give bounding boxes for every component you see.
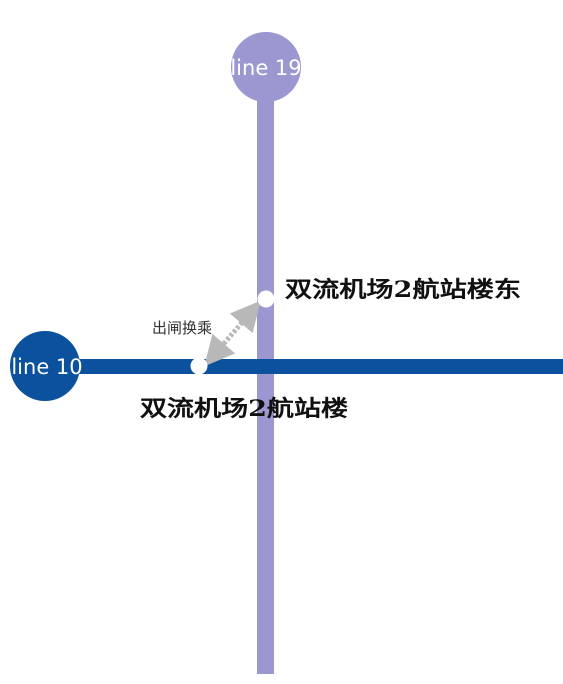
transfer-label: 出闸换乘 [152, 319, 212, 337]
line-10-badge-label: line 10 [11, 355, 82, 379]
line-10-badge[interactable]: line 10 [10, 331, 83, 401]
line-19-badge[interactable]: line 19 [230, 32, 302, 102]
station-label-t2[interactable]: 双流机场2航站楼 [140, 396, 348, 422]
station-label-t2-east[interactable]: 双流机场2航站楼东 [285, 277, 521, 303]
line-19-badge-label: line 19 [230, 56, 301, 80]
station-dot-t2-east[interactable] [257, 290, 275, 308]
line-10-track [40, 359, 563, 374]
line-19-track [257, 80, 274, 674]
transfer-arrow-icon [204, 300, 261, 367]
station-dot-t2[interactable] [190, 357, 208, 375]
